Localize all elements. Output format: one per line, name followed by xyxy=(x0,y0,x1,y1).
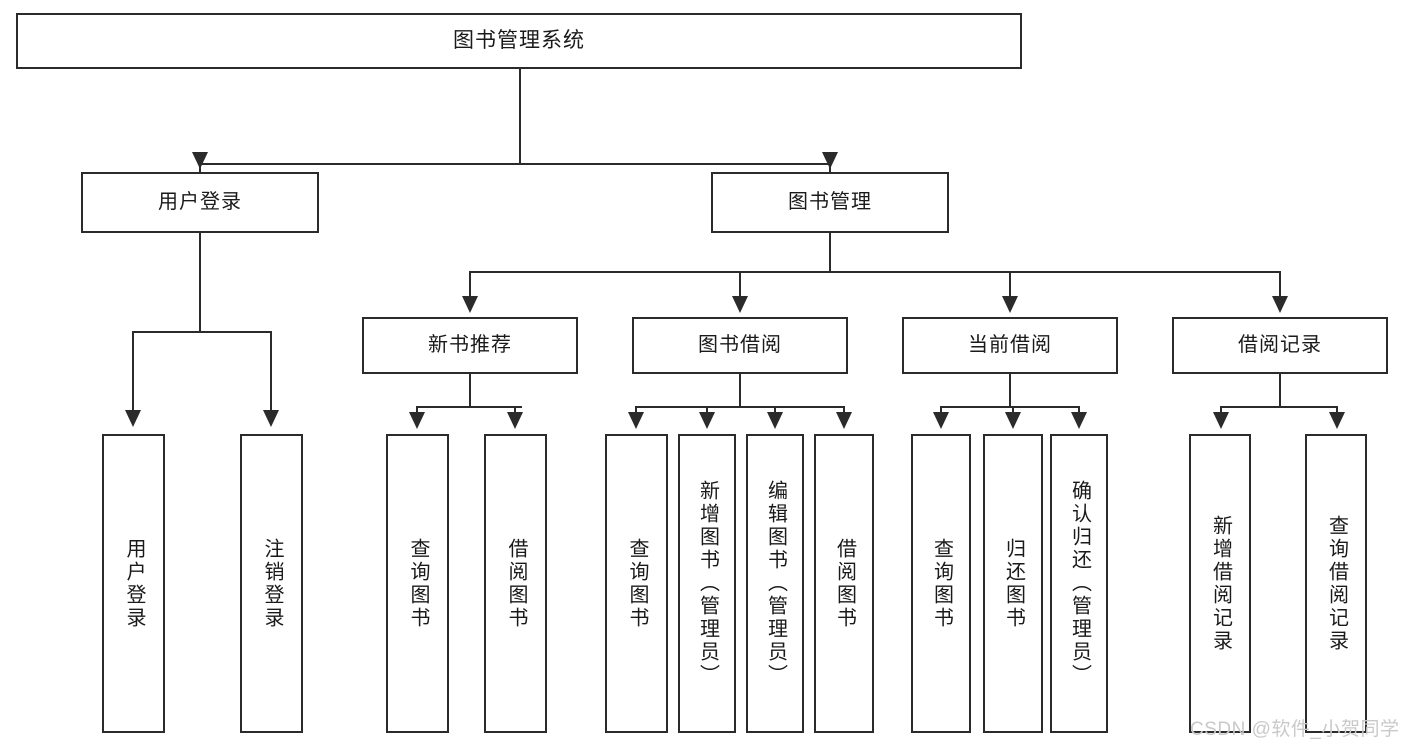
node-current-borrow[interactable]: 当前借阅 xyxy=(902,317,1118,374)
leaf-borrow-book-borrow[interactable]: 借阅图书 xyxy=(814,434,874,733)
connector-current-borrow-stem xyxy=(1009,374,1011,408)
leaf-add-borrow-record[interactable]: 新增借阅记录 xyxy=(1189,434,1251,733)
node-book-borrow[interactable]: 图书借阅 xyxy=(632,317,848,374)
arrow-to-leaf-add-book xyxy=(699,412,715,429)
arrow-to-leaf-query-record xyxy=(1329,412,1345,429)
arrow-to-leaf-borrow-book-2 xyxy=(836,412,852,429)
leaf-query-book-current[interactable]: 查询图书 xyxy=(911,434,971,733)
arrow-root-to-user-login xyxy=(192,152,208,169)
arrow-to-leaf-edit-book xyxy=(767,412,783,429)
arrow-bm-to-borrow-record xyxy=(1272,296,1288,313)
arrow-to-leaf-borrow-book-1 xyxy=(507,412,523,429)
connector-current-borrow-bus xyxy=(940,406,1079,408)
connector-book-manage-stem xyxy=(829,233,831,273)
node-borrow-record[interactable]: 借阅记录 xyxy=(1172,317,1388,374)
arrow-to-leaf-add-record xyxy=(1213,412,1229,429)
arrow-bm-to-book-borrow xyxy=(732,296,748,313)
leaf-query-borrow-record[interactable]: 查询借阅记录 xyxy=(1305,434,1367,733)
connector-user-login-stem xyxy=(199,233,201,333)
arrow-to-leaf-return-book xyxy=(1005,412,1021,429)
leaf-query-book-recommend[interactable]: 查询图书 xyxy=(386,434,449,733)
arrow-to-leaf-query-book-2 xyxy=(628,412,644,429)
connector-root-bus xyxy=(199,163,831,165)
connector-bm-to-borrow xyxy=(739,271,741,301)
connector-book-borrow-bus xyxy=(635,406,844,408)
connector-root-stem xyxy=(519,69,521,164)
connector-borrow-record-bus xyxy=(1220,406,1337,408)
connector-bm-to-current xyxy=(1009,271,1011,301)
leaf-user-logout[interactable]: 注销登录 xyxy=(240,434,303,733)
arrow-bm-to-current-borrow xyxy=(1002,296,1018,313)
connector-user-login-right xyxy=(270,331,272,416)
connector-book-manage-bus xyxy=(469,271,1280,273)
connector-book-borrow-stem xyxy=(739,374,741,408)
node-new-book-recommend[interactable]: 新书推荐 xyxy=(362,317,578,374)
arrow-to-leaf-user-login xyxy=(125,410,141,427)
node-root-system[interactable]: 图书管理系统 xyxy=(16,13,1022,69)
connector-user-login-left xyxy=(132,331,134,416)
connector-borrow-record-stem xyxy=(1279,374,1281,408)
arrow-root-to-book-manage xyxy=(822,152,838,169)
connector-bm-to-record xyxy=(1279,271,1281,301)
arrow-to-leaf-query-book-3 xyxy=(933,412,949,429)
leaf-borrow-book-recommend[interactable]: 借阅图书 xyxy=(484,434,547,733)
connector-new-book-stem xyxy=(469,374,471,408)
node-user-login[interactable]: 用户登录 xyxy=(81,172,319,233)
arrow-to-leaf-query-book-1 xyxy=(409,412,425,429)
node-book-manage[interactable]: 图书管理 xyxy=(711,172,949,233)
arrow-to-leaf-user-logout xyxy=(263,410,279,427)
leaf-confirm-return-admin[interactable]: 确认归还（管理员） xyxy=(1050,434,1108,733)
connector-bm-to-new-book xyxy=(469,271,471,301)
leaf-return-book[interactable]: 归还图书 xyxy=(983,434,1043,733)
leaf-add-book-admin[interactable]: 新增图书（管理员） xyxy=(678,434,736,733)
leaf-edit-book-admin[interactable]: 编辑图书（管理员） xyxy=(746,434,804,733)
arrow-to-leaf-confirm-return xyxy=(1071,412,1087,429)
connector-new-book-bus xyxy=(416,406,522,408)
leaf-query-book-borrow[interactable]: 查询图书 xyxy=(605,434,668,733)
leaf-user-login[interactable]: 用户登录 xyxy=(102,434,165,733)
csdn-watermark: CSDN @软件_小贺同学 xyxy=(1190,719,1400,740)
arrow-bm-to-new-book-rec xyxy=(462,296,478,313)
connector-user-login-bus xyxy=(132,331,272,333)
